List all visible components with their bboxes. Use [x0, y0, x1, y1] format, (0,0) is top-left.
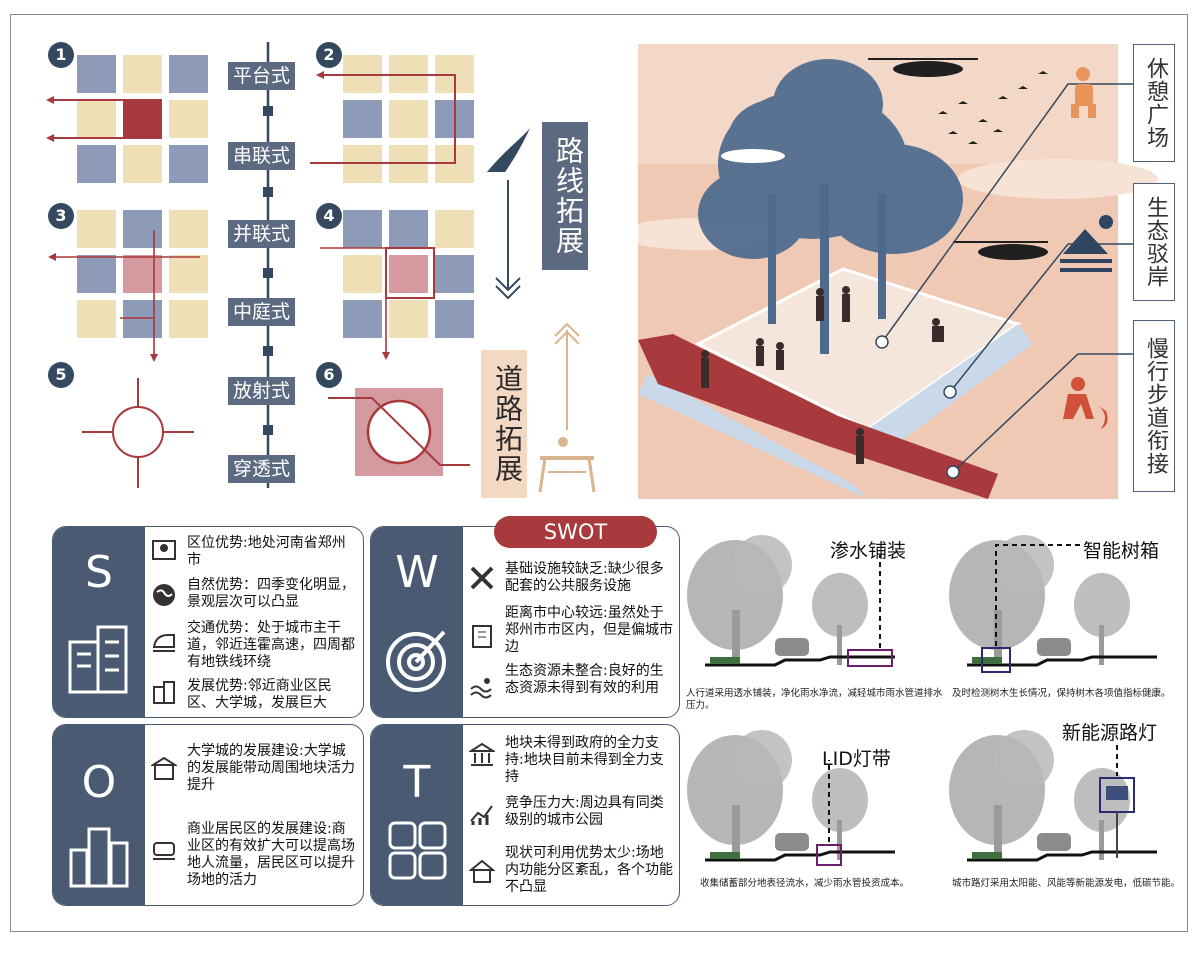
government-icon [467, 741, 497, 767]
grid-4 [320, 210, 474, 360]
plaza-scene [638, 44, 1158, 499]
lid-panel-new-energy-lamp [947, 728, 1159, 862]
connection-type-parallel: 并联式 [228, 220, 296, 248]
connection-type-radial: 放射式 [228, 377, 296, 405]
swot-side-t [371, 725, 463, 905]
city-buildings-icon [68, 625, 128, 694]
swot-letter-s: S [85, 547, 113, 598]
lid-title-smart-tree-box: 智能树箱 [1083, 540, 1160, 562]
w-item-distance: 距离市中心较远:虽然处于郑州市市区内，但是偏城市边 [505, 605, 673, 655]
scene-label-slow-walkway: 慢行步道衔接 [1133, 320, 1175, 492]
buildings-icon [151, 679, 177, 705]
route-expand-label: 路线拓展 [542, 122, 588, 270]
school-icon [149, 755, 179, 781]
route-arrow [487, 128, 530, 300]
lid-title-permeable: 渗水铺装 [830, 540, 907, 562]
s-item-location: 区位优势:地处河南省郑州市 [187, 535, 346, 568]
grid-1 [46, 55, 208, 183]
lid-panel-light-strip [685, 728, 897, 866]
w-item-ecology: 生态资源未整合:良好的生态资源未得到有效的利用 [505, 663, 664, 696]
lid-caption-light-strip: 收集储蓄部分地表径流水，减少雨水管投资成本。 [700, 878, 910, 889]
slow-walkway-icon [1063, 377, 1108, 429]
number-badge-5: 5 [48, 362, 74, 388]
chart-icon [469, 801, 495, 827]
swot-side-o [53, 725, 145, 905]
house-icon [468, 858, 496, 884]
lid-panel-permeable [685, 533, 897, 667]
lid-title-light-strip: LID灯带 [822, 748, 891, 770]
number-badge-3: 3 [48, 203, 74, 229]
connection-type-platform: 平台式 [228, 62, 296, 90]
water-icon [469, 675, 495, 701]
swot-card-w: W 基础设施较缺乏:缺少很多配套的公共服务设施 距离市中心较远:虽然处于郑州市市… [370, 526, 680, 718]
lid-panel-smart-tree-box [947, 533, 1159, 673]
swot-letter-o: O [81, 757, 117, 808]
page-frame [10, 14, 1188, 932]
w-item-infrastructure: 基础设施较缺乏:缺少很多配套的公共服务设施 [505, 561, 664, 594]
lid-caption-smart-tree-box: 及时检测树木生长情况，保持树木各项值指标健康。 [952, 688, 1171, 699]
road-arrow [538, 322, 596, 493]
swot-letter-t: T [403, 757, 431, 808]
o-item-university: 大学城的发展建设:大学城的发展能带动周围地块活力提升 [187, 743, 355, 793]
connection-type-pass-through: 穿透式 [228, 455, 296, 483]
connection-type-courtyard: 中庭式 [228, 298, 296, 326]
grid-2 [310, 55, 474, 183]
route-diagram [46, 42, 596, 493]
tools-icon [469, 565, 495, 591]
map-pin-icon [151, 537, 177, 563]
rest-plaza-icon [1071, 67, 1096, 118]
connection-spine [263, 42, 273, 488]
scene-label-rest-plaza: 休憩广场 [1133, 44, 1175, 162]
s-item-nature: 自然优势：四季变化明显，景观层次可以凸显 [187, 577, 355, 610]
grid-blocks-icon [388, 821, 447, 880]
grid-3 [48, 210, 208, 362]
o-item-commercial: 商业居民区的发展建设:商业区的有效扩大可以提高场地人流量，居民区可以提升场地的活… [187, 821, 355, 888]
pass-through-diagram [328, 388, 470, 476]
train-icon [151, 629, 177, 655]
eco-shore-icon [1060, 215, 1113, 272]
lid-caption-permeable: 人行道采用透水铺装，净化雨水净流，减轻城市雨水管道排水压力。 [686, 688, 943, 711]
number-badge-6: 6 [316, 362, 342, 388]
t-item-competition: 竞争压力大:周边具有同类级别的城市公园 [505, 795, 664, 828]
number-badge-2: 2 [316, 42, 342, 68]
swot-title: SWOT [494, 516, 657, 548]
globe-icon [151, 582, 177, 608]
t-item-government: 地块未得到政府的全力支持:地块目前未得到全力支持 [505, 735, 664, 785]
swot-letter-w: W [395, 547, 439, 598]
scene-label-eco-shore: 生态驳岸 [1133, 183, 1175, 301]
connection-type-series: 串联式 [228, 142, 296, 170]
road-expand-label: 道路拓展 [481, 350, 527, 498]
t-item-advantages: 现状可利用优势太少:场地内功能分区紊乱，各个功能不凸显 [505, 845, 673, 895]
s-item-development: 发展优势:邻近商业区民区、大学城，发展巨大 [187, 678, 332, 711]
number-badge-4: 4 [316, 203, 342, 229]
lid-caption-new-energy-lamp: 城市路灯采用太阳能、风能等新能源发电，低碳节能。 [952, 878, 1181, 889]
swot-card-t: T 地块未得到政府的全力支持:地块目前未得到全力支持 竞争压力大:周边具有同类级… [370, 724, 680, 906]
swot-card-s: S 区位优势:地处河南省郑州市 自然优势：四季变化明显，景观层次可以凸显 交通优… [52, 526, 364, 718]
s-item-traffic: 交通优势：处于城市主干道，邻近连霍高速，四周都有地铁线环绕 [187, 620, 355, 670]
office-icon [469, 623, 495, 649]
number-badge-1: 1 [48, 42, 74, 68]
swot-side-w [371, 527, 463, 717]
target-icon [386, 630, 446, 692]
lid-sections [685, 533, 1159, 866]
lid-title-new-energy-lamp: 新能源路灯 [1062, 722, 1158, 744]
radial-diagram [82, 378, 194, 488]
swot-card-o: O 大学城的发展建设:大学城的发展能带动周围地块活力提升 商业居民区的发展建设:… [52, 724, 364, 906]
skyline-icon [69, 827, 129, 888]
tram-icon [151, 837, 177, 863]
